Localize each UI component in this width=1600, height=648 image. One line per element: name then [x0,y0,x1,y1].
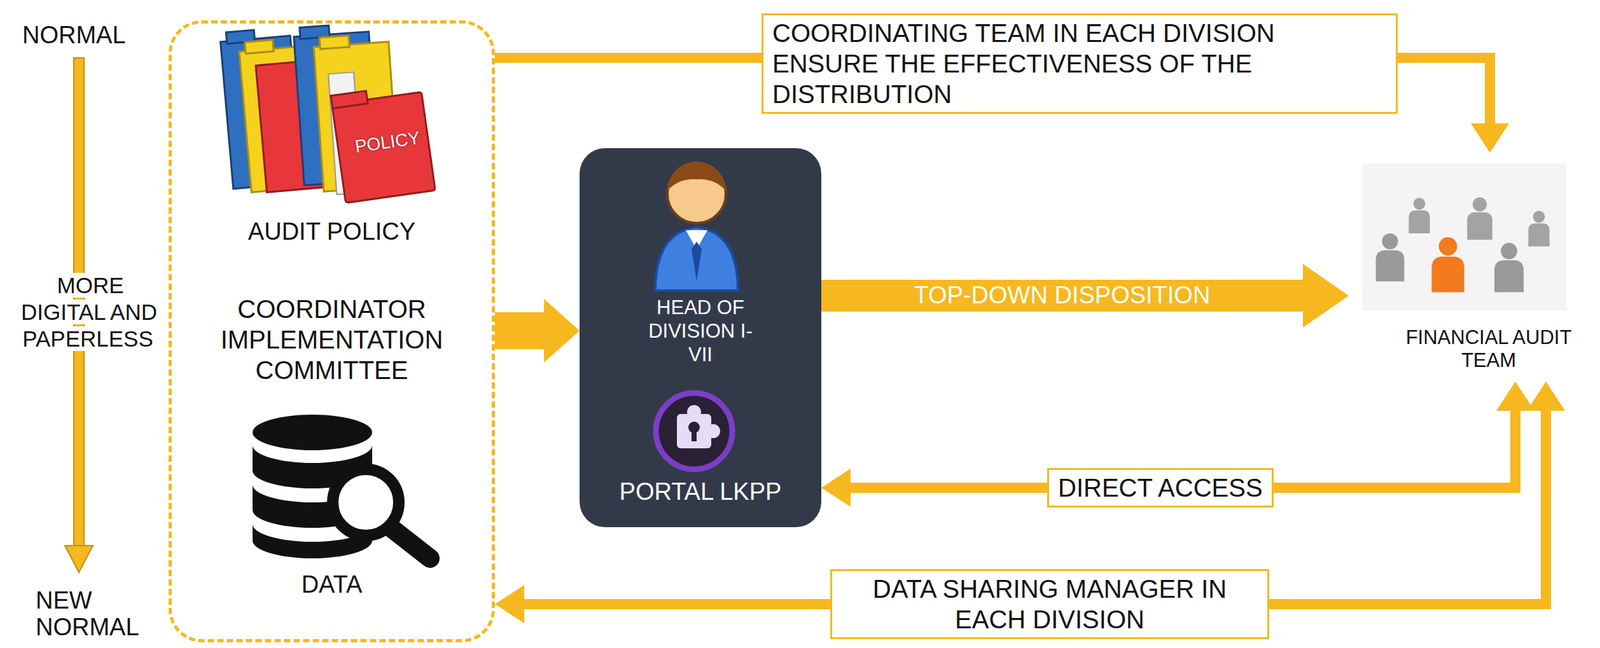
portal-icon [655,393,733,470]
policy-folders-icon [239,45,320,193]
portal-icon [706,424,721,439]
folder-label: POLICY [338,125,436,160]
node-title: COORDINATOR IMPLEMENTATION COMMITTEE [185,293,479,386]
dashed-group-box: AUDIT POLICY COORDINATOR IMPLEMENTATION C… [168,20,495,643]
phase-label: NEW NORMAL [35,587,202,642]
connector [821,264,1349,328]
team-node: FINANCIAL AUDIT TEAM [1348,152,1597,382]
person-icon [685,230,708,250]
policy-folders-icon [328,72,362,195]
database-icon [252,414,431,559]
block-arrow [821,264,1349,328]
policy-folders-icon [225,29,255,44]
policy-folders-icon [244,40,274,55]
person-icon [691,241,702,282]
phase-label: NORMAL [22,21,214,50]
trend-label: MORE DIGITAL AND PAPERLESS [20,272,158,352]
audit-team-icon [1362,163,1567,312]
portal-icon [676,414,712,449]
policy-folders-icon [330,90,368,109]
audit-team-icon [1408,197,1430,234]
policy-folders-icon [293,21,399,198]
policy-folders-icon [219,24,333,196]
policy-folders-icon [293,31,380,186]
edge-label: TOP-DOWN DISPOSITION [914,282,1211,310]
trend-label: MORE DIGITAL AND PAPERLESS [12,272,166,353]
edge-label: COORDINATING TEAM IN EACH DIVISION ENSUR… [772,17,1387,110]
person-icon [655,161,738,291]
portal-icon [687,405,702,420]
audit-team-icon [1467,197,1493,240]
arrowhead [1526,381,1566,411]
database-icon [252,484,373,529]
audit-team-icon [1431,237,1464,293]
database-icon [252,414,373,451]
division-panel: HEAD OF DIVISION I- VII PORTAL LKPP [579,148,822,528]
node-title: DATA [182,570,482,600]
audit-team-icon [1494,243,1524,293]
database-icon [252,445,373,489]
timeline-arrow [64,545,93,573]
audit-team-icon [1376,233,1405,282]
database-icon [332,469,399,536]
node-title: HEAD OF DIVISION I- VII [643,295,758,368]
label-box: DATA SHARING MANAGER IN EACH DIVISION [830,569,1270,640]
portal-icon [655,393,733,470]
arrowhead [821,468,851,508]
person-icon [667,161,726,191]
person-icon [655,227,738,291]
edge-label: DATA SHARING MANAGER IN EACH DIVISION [841,573,1259,635]
policy-folders-icon [313,41,399,193]
edge-label: DIRECT ACCESS [1057,472,1263,504]
policy-folders-icon [319,35,350,49]
arrowhead [1470,123,1510,153]
node-title: AUDIT POLICY [182,217,482,247]
audit-team-icon [1362,163,1567,312]
label-box: DIRECT ACCESS [1047,468,1274,508]
portal-icon [691,430,697,442]
connector [821,381,1535,508]
policy-folders-icon [220,35,304,189]
database-icon [389,526,431,559]
arrowhead [494,585,525,624]
arrow-label: TOP-DOWN DISPOSITION [914,282,1211,310]
connector [494,299,580,363]
database-icon [252,524,373,559]
policy-folders-icon [219,21,436,203]
label-box: COORDINATING TEAM IN EACH DIVISION ENSUR… [761,13,1398,114]
block-arrow [494,299,580,363]
policy-folders-icon [255,59,333,193]
audit-team-icon [1528,210,1550,247]
person-icon [667,164,726,224]
arrowhead [1496,381,1535,411]
node-title: FINANCIAL AUDIT TEAM [1380,326,1597,372]
node-title: PORTAL LKPP [585,477,815,508]
portal-icon [688,421,700,434]
policy-folders-icon [299,25,330,39]
